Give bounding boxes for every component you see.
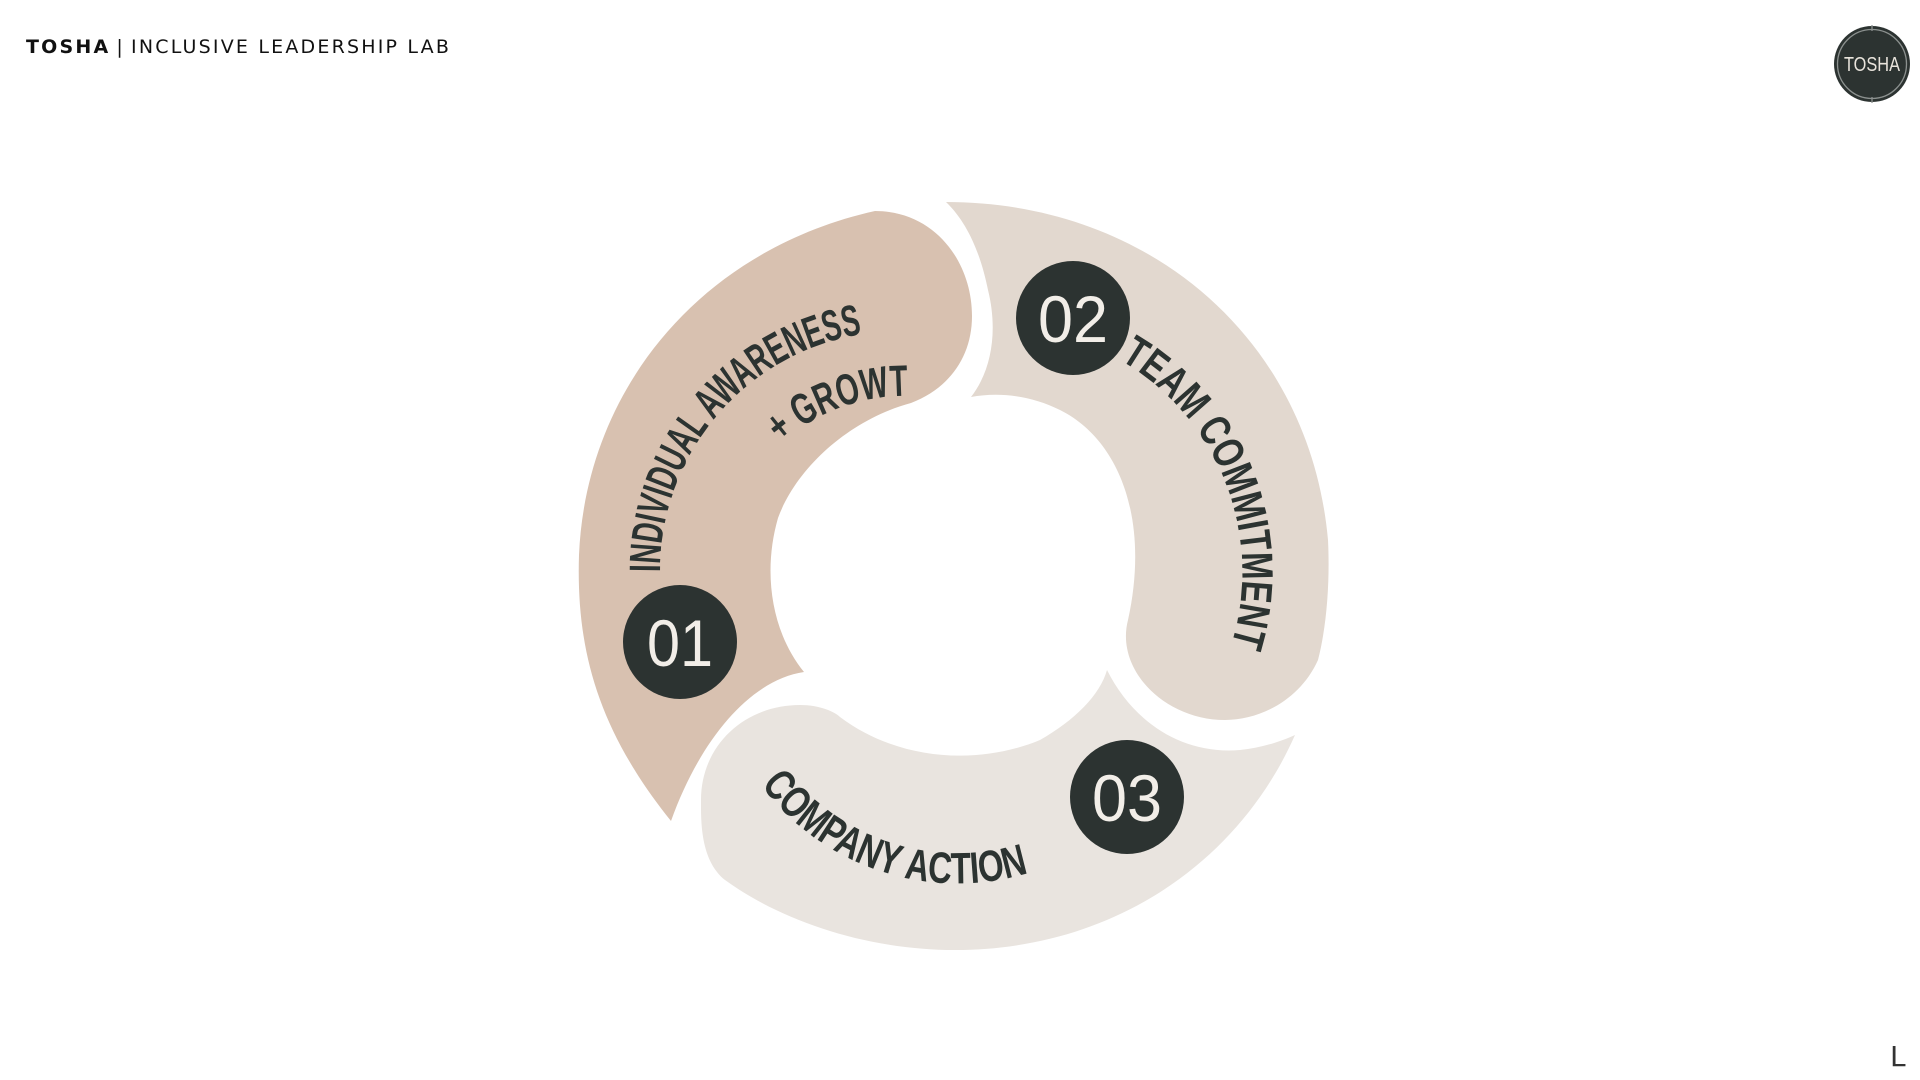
segment-company-action [700,670,1295,950]
corner-mark: L [1890,1040,1906,1073]
step-3-badge: 03 [1070,740,1184,854]
logo-text: TOSHA [1844,54,1901,76]
step-1-number: 01 [647,606,713,680]
step-1-badge: 01 [623,585,737,699]
step-3-number: 03 [1092,761,1162,835]
header-separator: | [116,36,126,58]
header-subtitle: INCLUSIVE LEADERSHIP LAB [131,36,452,58]
step-2-number: 02 [1038,282,1108,356]
page-header: TOSHA|INCLUSIVE LEADERSHIP LAB [26,36,451,58]
header-brand: TOSHA [26,36,111,58]
step-2-badge: 02 [1016,261,1130,375]
tosha-logo: TOSHA [1832,24,1912,104]
